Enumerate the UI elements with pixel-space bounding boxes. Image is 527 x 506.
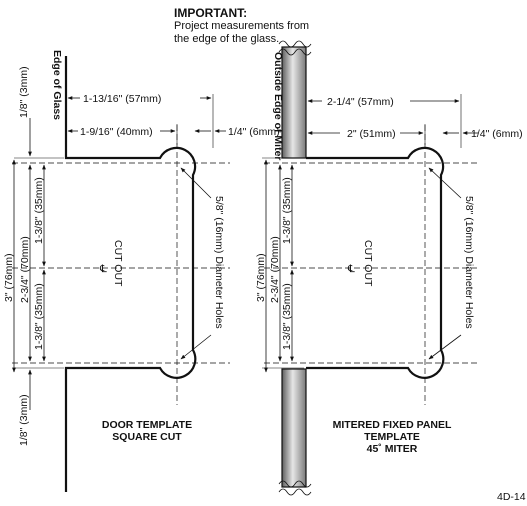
door-dim-outer-total: 3" (76mm): [3, 253, 15, 302]
door-dim-lower: 1-3/8" (35mm): [33, 283, 45, 350]
miter-caption-1: MITERED FIXED PANEL: [333, 419, 452, 431]
miter-centerline-symbol: ℄: [347, 263, 355, 275]
door-edge-label: Edge of Glass: [51, 50, 63, 120]
important-line-2: the edge of the glass.: [174, 33, 280, 45]
important-heading: IMPORTANT:: [174, 6, 248, 20]
door-dim-top-narrow: 1-9/16" (40mm): [80, 126, 153, 138]
miter-edge-label: Outside Edge of Miter: [272, 52, 284, 161]
miter-cutout-label: CUT OUT: [362, 240, 374, 287]
miter-dim-inner-total: 2-3/4" (70mm): [269, 236, 281, 303]
miter-caption-2: TEMPLATE: [364, 431, 420, 443]
important-line-1: Project measurements from: [174, 20, 310, 32]
miter-dim-top-narrow: 2" (51mm): [347, 128, 396, 140]
door-glass-outline: [64, 56, 197, 492]
door-dim-right-offset: 1/4" (6mm): [228, 126, 280, 138]
reference-code: 4D-14: [497, 491, 526, 503]
miter-caption-3: 45˚ MITER: [367, 443, 418, 455]
door-caption-2: SQUARE CUT: [112, 431, 182, 443]
door-template: Edge of Glass 1-13/16" (57mm) 1-9/16" (4…: [3, 50, 280, 492]
door-caption-1: DOOR TEMPLATE: [102, 419, 192, 431]
miter-dim-outer-total: 3" (76mm): [255, 253, 267, 302]
miter-glass-bottom: [281, 368, 307, 488]
door-dim-bottom-offset: 1/8" (3mm): [18, 394, 30, 446]
miter-holes-label: 5/8" (16mm) Diameter Holes: [463, 196, 475, 329]
important-note: IMPORTANT: Project measurements from the…: [174, 7, 309, 46]
door-dim-top-wide: 1-13/16" (57mm): [83, 93, 161, 105]
miter-glass-top: [281, 46, 307, 159]
miter-template: Outside Edge of Miter 2-1/4" (57mm) 2" (…: [255, 40, 523, 496]
door-centerline-symbol: ℄: [99, 263, 107, 275]
miter-dim-right-offset: 1/4" (6mm): [471, 128, 523, 140]
door-dim-upper: 1-3/8" (35mm): [33, 177, 45, 244]
door-cutout-label: CUT OUT: [112, 240, 124, 287]
door-dim-inner-total: 2-3/4" (70mm): [19, 236, 31, 303]
door-dim-top-offset: 1/8" (3mm): [18, 66, 30, 118]
miter-dim-lower: 1-3/8" (35mm): [281, 283, 293, 350]
miter-dim-upper: 1-3/8" (35mm): [281, 177, 293, 244]
door-holes-label: 5/8" (16mm) Diameter Holes: [213, 196, 225, 329]
miter-glass-outline: [306, 146, 445, 379]
miter-dim-top-wide: 2-1/4" (57mm): [327, 96, 394, 108]
